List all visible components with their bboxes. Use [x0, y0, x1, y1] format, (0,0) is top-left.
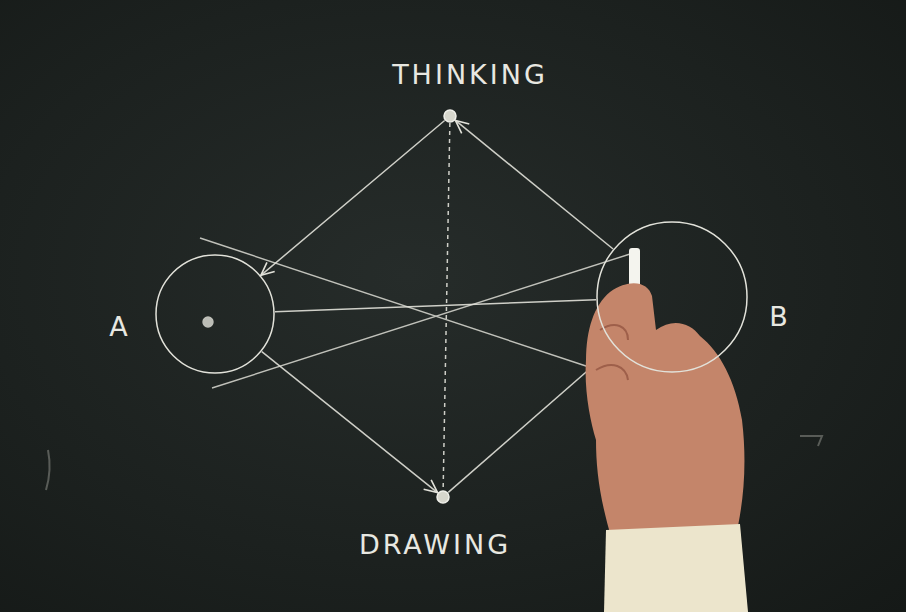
chalk-dot [443, 109, 457, 123]
chalk-label: A [109, 313, 130, 340]
chalk-smudge [800, 436, 822, 446]
chalk-label: THINKING [392, 61, 548, 88]
outline [444, 110, 456, 122]
chalk-connector [275, 300, 596, 312]
chalk-connector [261, 121, 445, 276]
chalk-connector [443, 123, 450, 490]
chalk-dot [436, 490, 450, 504]
tangent-line [200, 238, 592, 368]
chalk-label: B [769, 303, 791, 330]
circle-b: B [596, 221, 748, 373]
hand-skin [586, 283, 745, 540]
tangent-line [212, 254, 630, 388]
finger-crease [596, 325, 628, 380]
chalk-connector [262, 352, 438, 493]
chalk-connector [455, 120, 613, 249]
thinking-point: THINKING [443, 109, 457, 123]
sleeve-cuff [604, 524, 748, 612]
chalk-smudge [46, 450, 50, 490]
outline [156, 255, 274, 373]
drawing-point: DRAWING [436, 490, 450, 504]
chalk-circle [596, 221, 748, 373]
center-dot [203, 317, 213, 327]
chalk-label: DRAWING [359, 531, 511, 558]
circle-a: A [155, 254, 275, 374]
outline [597, 222, 747, 372]
outline [437, 491, 449, 503]
chalk-circle [155, 254, 275, 374]
